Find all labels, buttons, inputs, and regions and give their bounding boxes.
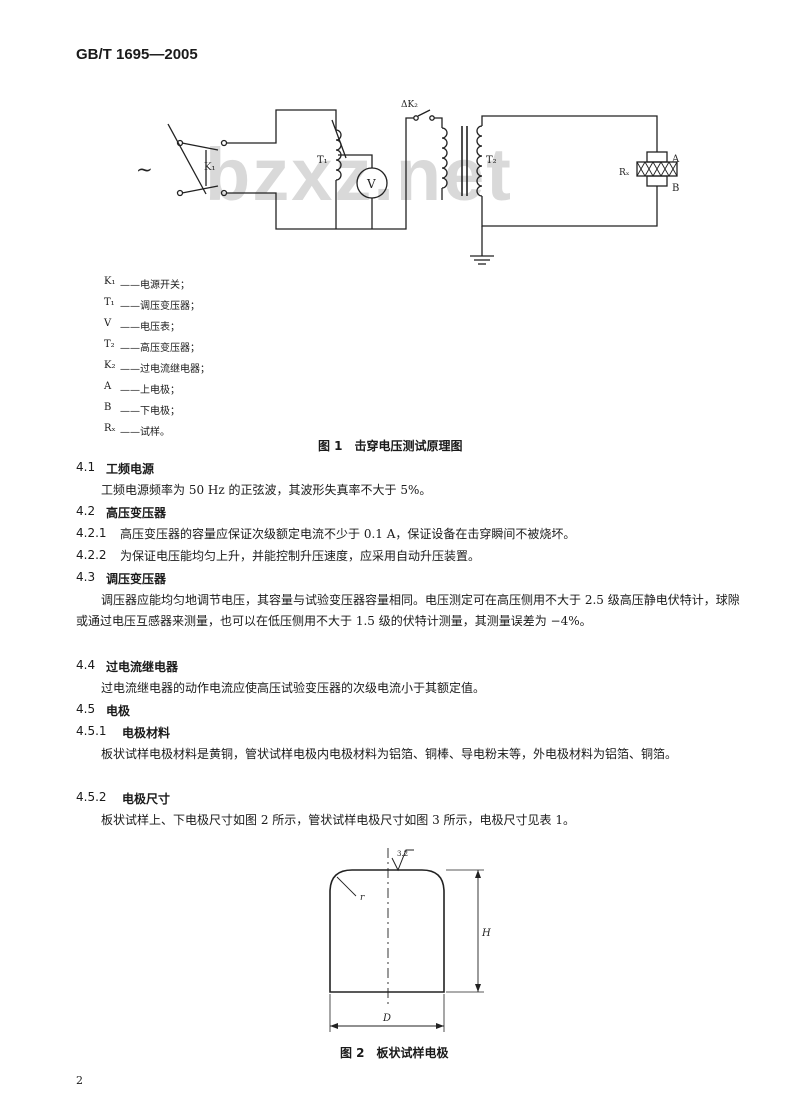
section-number: 4.5.2 (76, 790, 107, 804)
legend-text: ——电压表； (120, 322, 180, 333)
section-title: 过电流继电器 (106, 660, 179, 674)
electrode-outline (329, 869, 445, 993)
section-heading: 4.2.1 (76, 526, 756, 544)
label-k1: K₁ (204, 162, 215, 173)
section-heading: 4.4 过电流继电器 (76, 658, 756, 676)
figure2-caption: 图 2 板状试样电极 (340, 1046, 449, 1060)
label-a: A (671, 154, 680, 165)
section-heading: 4.1 工频电源 (76, 460, 756, 478)
coil-t2-primary (441, 127, 448, 189)
section-heading: 4.5.2 电极尺寸 (76, 790, 756, 808)
legend-symbol: K₁ (104, 276, 116, 287)
section-number: 4.2 (76, 504, 96, 518)
legend-text: ——下电极； (120, 406, 180, 417)
section-body: 过电流继电器的动作电流应使高压试验变压器的次级电流小于其额定值。 (101, 681, 486, 695)
section-title: 电极材料 (122, 726, 171, 740)
label-t2: T₂ (486, 155, 497, 166)
section-title: 调压变压器 (106, 572, 167, 586)
section-heading: 4.5 电极 (76, 702, 756, 720)
watermark: bzxz.net (205, 133, 513, 216)
section-number: 4.2.2 (76, 548, 107, 562)
ac-source-symbol: ~ (136, 157, 153, 181)
legend-text: ——试样。 (120, 427, 170, 438)
section-number: 4.1 (76, 460, 96, 474)
figure1-caption: 图 1 击穿电压测试原理图 (318, 439, 463, 453)
section-title: 电极 (106, 704, 131, 718)
label-k2: ΔK₂ (401, 100, 418, 110)
section-body: 工频电源频率为 50 Hz 的正弦波，其波形失真率不大于 5%。 (101, 483, 432, 497)
circuit-diagram: ~ K₁ T₁ V ΔK₂ T₂ A B (136, 100, 680, 265)
label-width: D (382, 1013, 391, 1024)
section-heading: 4.2.2 (76, 548, 756, 566)
section-body: 调压器应能均匀地调节电压，其容量与试验变压器容量相同。电压测定可在高压侧用不大于… (76, 593, 740, 628)
label-t1: T₁ (317, 155, 328, 166)
legend-text: ——过电流继电器； (120, 364, 210, 375)
electrode-b (646, 175, 668, 187)
label-rx: Rₓ (619, 168, 630, 178)
legend-symbol: B (104, 402, 112, 413)
legend-symbol: T₂ (104, 339, 115, 350)
section-heading: 4.2 高压变压器 (76, 504, 756, 522)
electrode-drawing: 3.2 r H D (329, 848, 491, 1032)
section-number: 4.5 (76, 702, 96, 716)
label-b: B (672, 183, 679, 194)
section-body: 板状试样上、下电极尺寸如图 2 所示，管状试样电极尺寸如图 3 所示，电极尺寸见… (101, 813, 575, 827)
label-voltmeter: V (366, 177, 376, 191)
label-height: H (481, 928, 491, 939)
legend-text: ——高压变压器； (120, 343, 200, 354)
section-heading: 4.5.1 电极材料 (76, 724, 756, 742)
coil-t2-secondary (476, 125, 483, 197)
section-body: 高压变压器的容量应保证次级额定电流不少于 0.1 A，保证设备在击穿瞬间不被烧坏… (120, 527, 576, 541)
section-body: 板状试样电极材料是黄铜，管状试样电极内电极材料为铝箔、铜棒、导电粉末等，外电极材… (101, 747, 678, 761)
roughness-value: 3.2 (397, 850, 408, 858)
legend-symbol: V (104, 318, 112, 329)
section-number: 4.3 (76, 570, 96, 584)
section-number: 4.4 (76, 658, 96, 672)
electrode-a (646, 151, 668, 163)
switch-k1 (167, 123, 228, 197)
section-title: 工频电源 (106, 462, 155, 476)
roughness-symbol (391, 849, 414, 872)
standard-code: GB/T 1695—2005 (76, 46, 198, 63)
section-title: 电极尺寸 (122, 792, 171, 806)
label-radius: r (360, 893, 365, 903)
section-number: 4.2.1 (76, 526, 107, 540)
legend-symbol: A (104, 381, 112, 392)
section-number: 4.5.1 (76, 724, 107, 738)
legend-symbol: K₂ (104, 360, 116, 371)
section-body: 为保证电压能均匀上升，并能控制升压速度，应采用自动升压装置。 (120, 549, 481, 563)
legend-symbol: T₁ (104, 297, 115, 308)
legend-text: ——上电极； (120, 385, 180, 396)
section-title: 高压变压器 (106, 506, 167, 520)
legend-symbol: Rₓ (104, 423, 116, 434)
page-number: 2 (76, 1074, 83, 1087)
legend-text: ——调压变压器； (120, 301, 200, 312)
section-heading: 4.3 调压变压器 (76, 570, 756, 588)
legend-text: ——电源开关； (120, 280, 190, 291)
